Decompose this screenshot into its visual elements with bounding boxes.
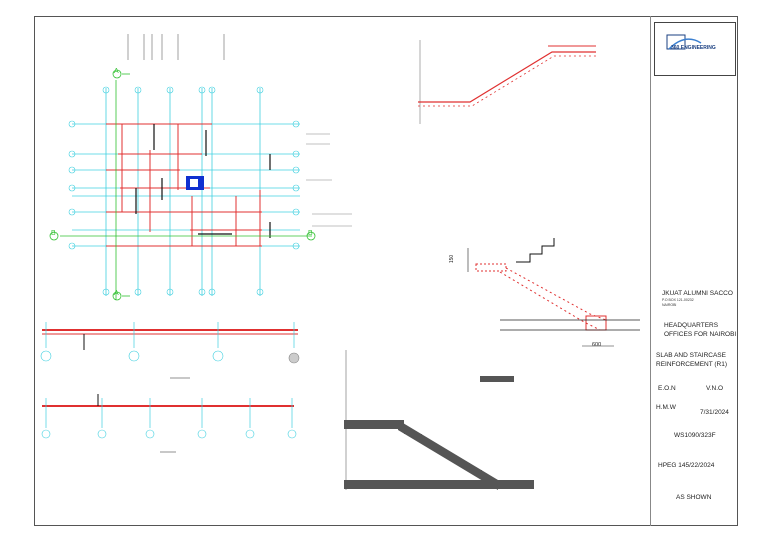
title-block-divider (650, 16, 651, 526)
drawn-by: E.O.N (658, 385, 676, 392)
drawing-date: 7/31/2024 (700, 409, 729, 416)
project-line-1: HEADQUARTERS (664, 322, 719, 329)
stair-section-middle (467, 238, 640, 347)
project-line-2: OFFICES FOR NAIROBI (664, 331, 737, 338)
approved-by: H.M.W (656, 404, 676, 411)
beam-elevation-2 (41, 394, 297, 453)
plan-grid-lines (72, 88, 300, 296)
section-label-b-right: B (308, 230, 313, 237)
client-address-line1: P.O BOX 121-00232 (662, 298, 694, 302)
plan-grid-bubbles (68, 86, 300, 296)
registration-number: HPEG 145/22/2024 (658, 462, 715, 469)
plan-top-annotations (127, 34, 225, 60)
plan-beams (135, 124, 271, 238)
client-address-line2: NAIROBI (662, 303, 677, 307)
drawing-title-line-1: SLAB AND STAIRCASE (656, 352, 726, 359)
checked-by: V.N.O (706, 385, 724, 392)
logo-icon (666, 34, 702, 50)
stair-height-dimension: 150 (449, 254, 456, 264)
client-name: JKUAT ALUMNI SACCO (662, 290, 733, 297)
section-label-a-top: A (114, 68, 119, 75)
stair-section-top (418, 40, 596, 124)
company-logo: 360 ENGINEERING (654, 22, 736, 76)
plan-rebar-lines (106, 123, 262, 247)
stair-section-bottom (344, 350, 534, 490)
logo-text: 360 ENGINEERING (671, 45, 716, 51)
plan-side-annotations (306, 133, 352, 227)
section-label-b-left: B (51, 230, 56, 237)
landing-width-dimension: 600 (592, 342, 602, 348)
drawing-title-line-2: REINFORCEMENT (R1) (656, 361, 728, 368)
section-label-a-bottom: A (114, 290, 119, 297)
drawing-scale: AS SHOWN (676, 494, 712, 501)
drawing-sheet-border (34, 16, 738, 526)
job-number: WS1090/323F (674, 432, 716, 439)
section-markers (49, 69, 316, 301)
beam-elevation-1 (40, 322, 300, 379)
